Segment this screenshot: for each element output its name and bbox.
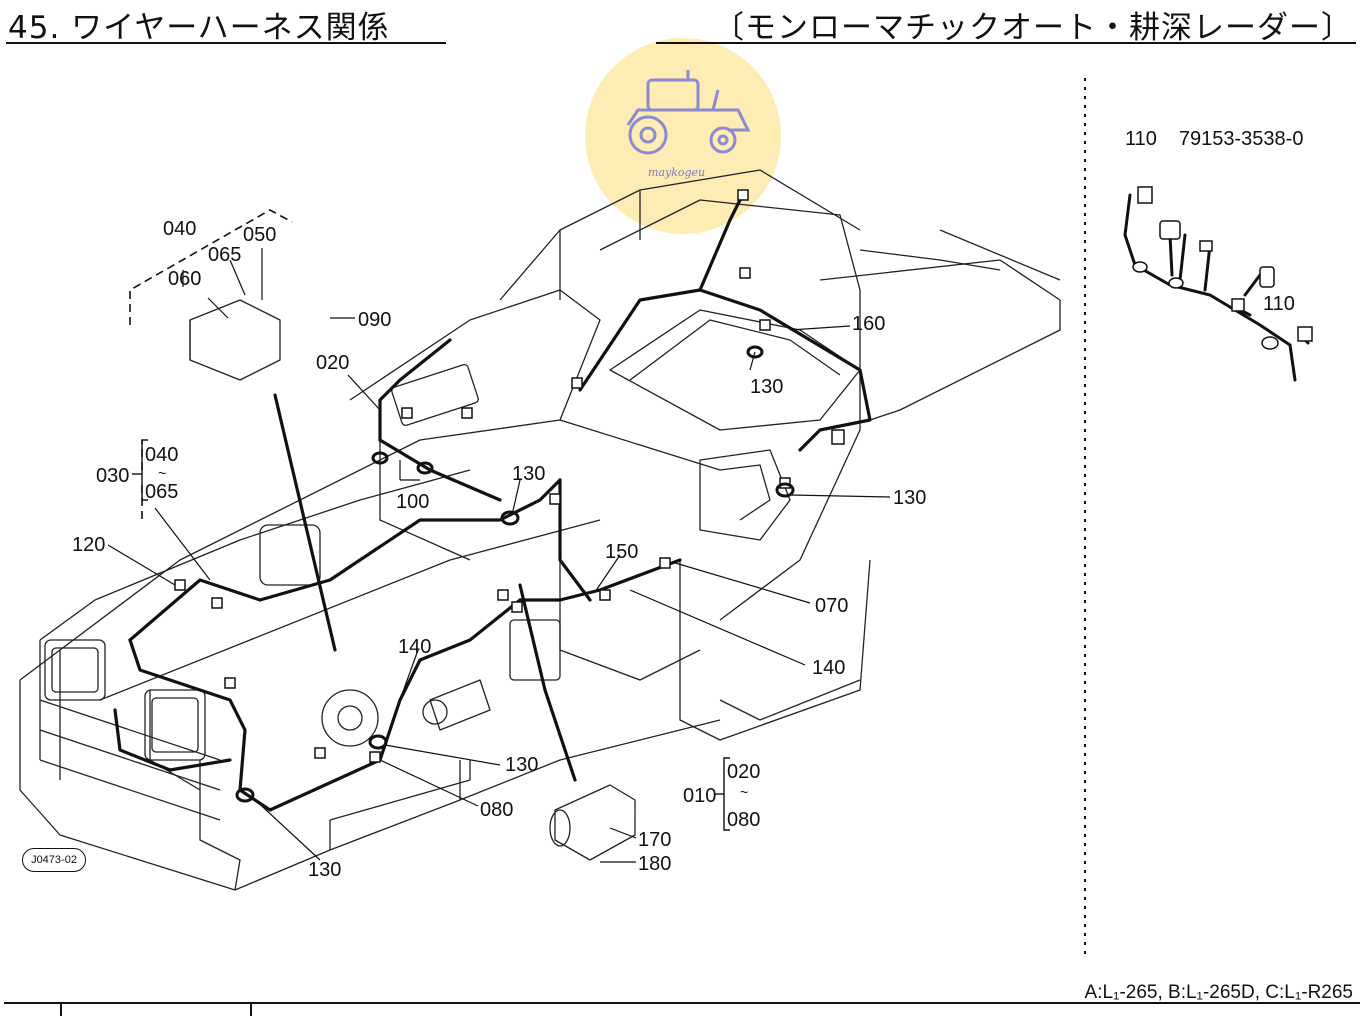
callout-180: 180	[638, 853, 672, 875]
title-underline	[6, 42, 446, 44]
side-part-ref: 110 79153-3538-0	[1125, 128, 1325, 151]
model-legend: A:L₁-265, B:L₁-265D, C:L₁-R265	[1084, 982, 1353, 1003]
callout-090: 090	[358, 309, 392, 331]
callout-070: 070	[815, 595, 849, 617]
callout-050: 050	[243, 224, 277, 246]
footer-tick	[250, 1002, 252, 1016]
callout-110: 110	[1263, 293, 1295, 315]
callout-040: 040	[163, 218, 197, 240]
callout-150: 150	[605, 541, 639, 563]
callout-100: 100	[396, 491, 430, 513]
side-harness-drawing	[1123, 186, 1313, 382]
callout-130-rear: 130	[893, 487, 927, 509]
callout-120: 120	[72, 534, 106, 556]
range-010-sep: ~	[740, 784, 749, 800]
callout-010: 010	[683, 785, 717, 807]
callout-020: 020	[316, 352, 350, 374]
side-part-code: 79153-3538-0	[1178, 128, 1304, 150]
model-title: 〔モンローマチックオート・耕深レーダー〕	[713, 10, 1353, 46]
wiring-harness-diagram	[19, 169, 1061, 891]
callout-060: 060	[168, 268, 202, 290]
callout-030: 030	[96, 465, 130, 487]
callout-140-left: 140	[398, 636, 432, 658]
side-part-number: 110	[1125, 128, 1157, 150]
watermark-text: maykogeu	[648, 166, 706, 179]
page-title: 45. ワイヤーハーネス関係	[8, 10, 390, 46]
range-010-end: 080	[727, 809, 761, 831]
callout-170: 170	[638, 829, 672, 851]
callout-130-front: 130	[308, 859, 342, 881]
range-030-end: 065	[145, 481, 179, 503]
model-underline	[656, 42, 1356, 44]
callout-130-seat: 130	[750, 376, 784, 398]
watermark-tractor-icon	[626, 70, 751, 155]
callout-080: 080	[480, 799, 514, 821]
callout-130-dash: 130	[512, 463, 546, 485]
range-030-start: 040	[145, 444, 179, 466]
callout-140-right: 140	[812, 657, 846, 679]
range-030-sep: ~	[158, 465, 167, 481]
callout-130-engine: 130	[505, 754, 539, 776]
footer-tick	[60, 1002, 62, 1016]
range-010-start: 020	[727, 761, 761, 783]
callout-065: 065	[208, 244, 242, 266]
drawing-stamp: J0473-02	[22, 848, 86, 872]
callout-160: 160	[852, 313, 886, 335]
footer-rule	[4, 1002, 1360, 1004]
